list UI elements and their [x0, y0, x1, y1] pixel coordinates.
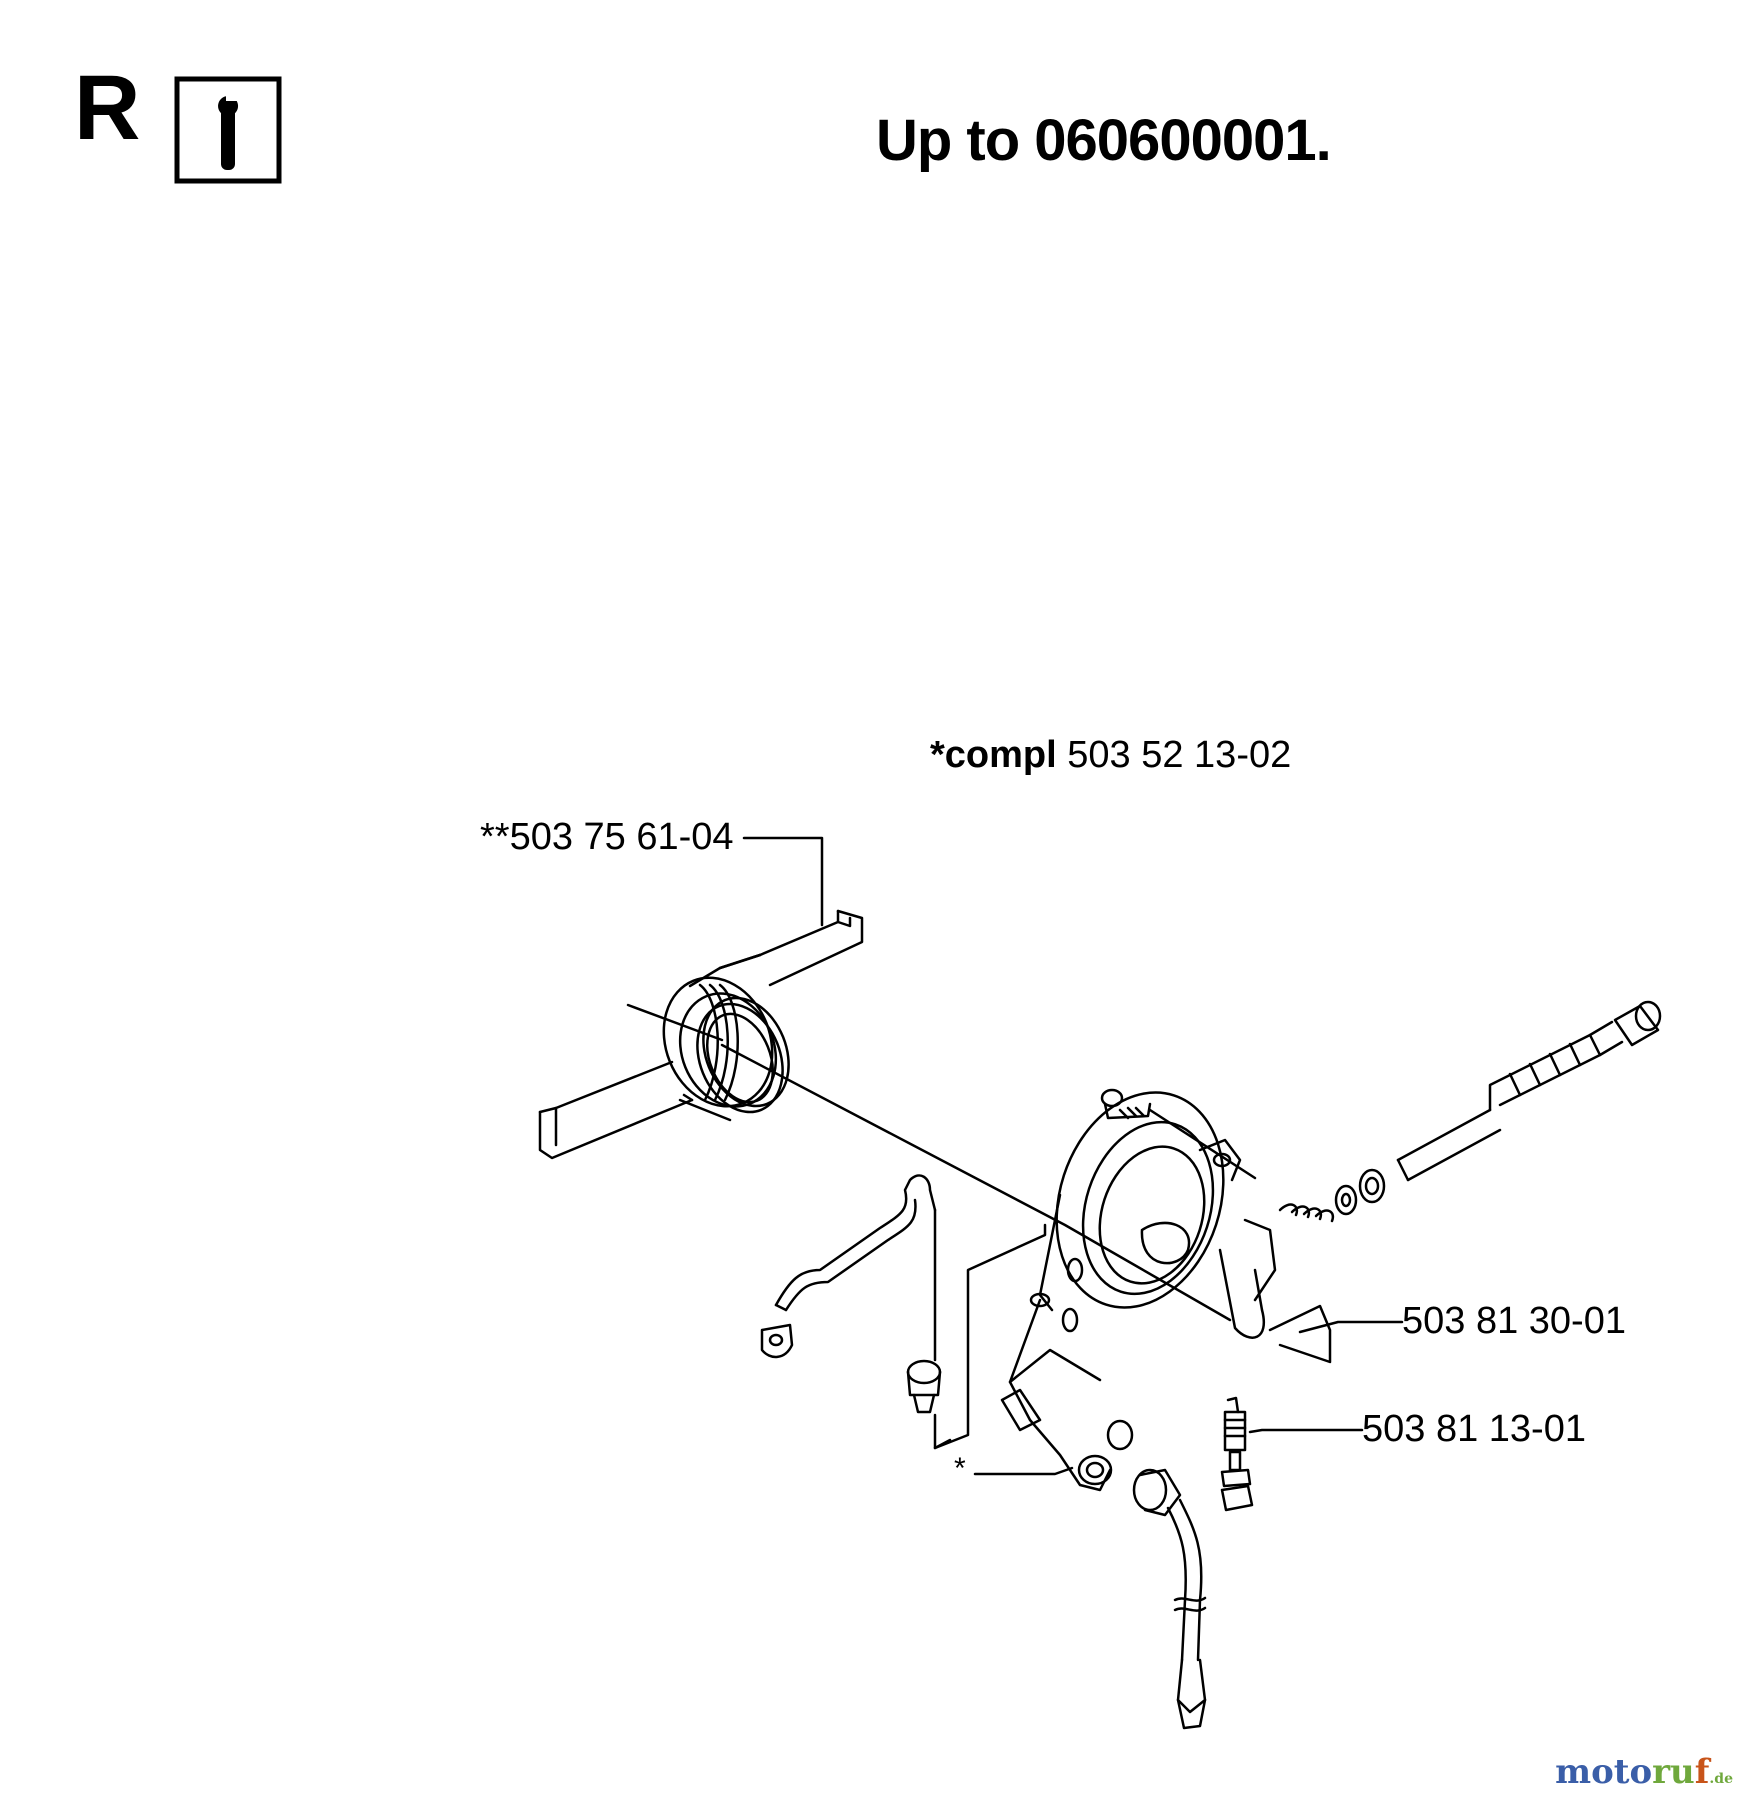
part-label-oil-pump-bracket: **503 75 61-04 — [480, 816, 734, 858]
site-watermark: motoruf.de — [1555, 1752, 1733, 1792]
part-label-adjust-screw: 503 81 13-01 — [1362, 1408, 1586, 1450]
assembly-label-prefix: *compl — [930, 734, 1057, 776]
part-label-asterisk: * — [954, 1452, 966, 1485]
leader-lines — [742, 836, 1404, 1476]
watermark-part-b: ru — [1652, 1752, 1695, 1792]
page-title: Up to 060600001. — [876, 108, 1332, 173]
pointer-arrow — [1268, 1304, 1332, 1364]
part-label-pump-housing: 503 81 30-01 — [1402, 1300, 1626, 1342]
service-tool-icon — [174, 76, 282, 184]
watermark-part-c: f — [1694, 1752, 1710, 1792]
watermark-part-d: .de — [1709, 1771, 1733, 1787]
section-letter: R — [74, 57, 141, 159]
hose-fitting-part — [906, 1223, 1047, 1450]
oil-pump-bracket-part — [538, 909, 864, 1160]
adjusting-screw-part — [1220, 1396, 1254, 1512]
oil-line-part — [760, 1174, 937, 1362]
assembly-axis-line — [720, 1043, 1232, 1322]
assembly-label: *compl 503 52 13-02 — [930, 736, 1291, 774]
assembly-label-number: 503 52 13-02 — [1067, 734, 1292, 776]
watermark-part-a: moto — [1555, 1752, 1653, 1792]
adjuster-shaft-part — [1278, 1000, 1662, 1223]
suction-hose-part — [1132, 1468, 1207, 1730]
oil-pump-housing-part — [1000, 1091, 1277, 1492]
